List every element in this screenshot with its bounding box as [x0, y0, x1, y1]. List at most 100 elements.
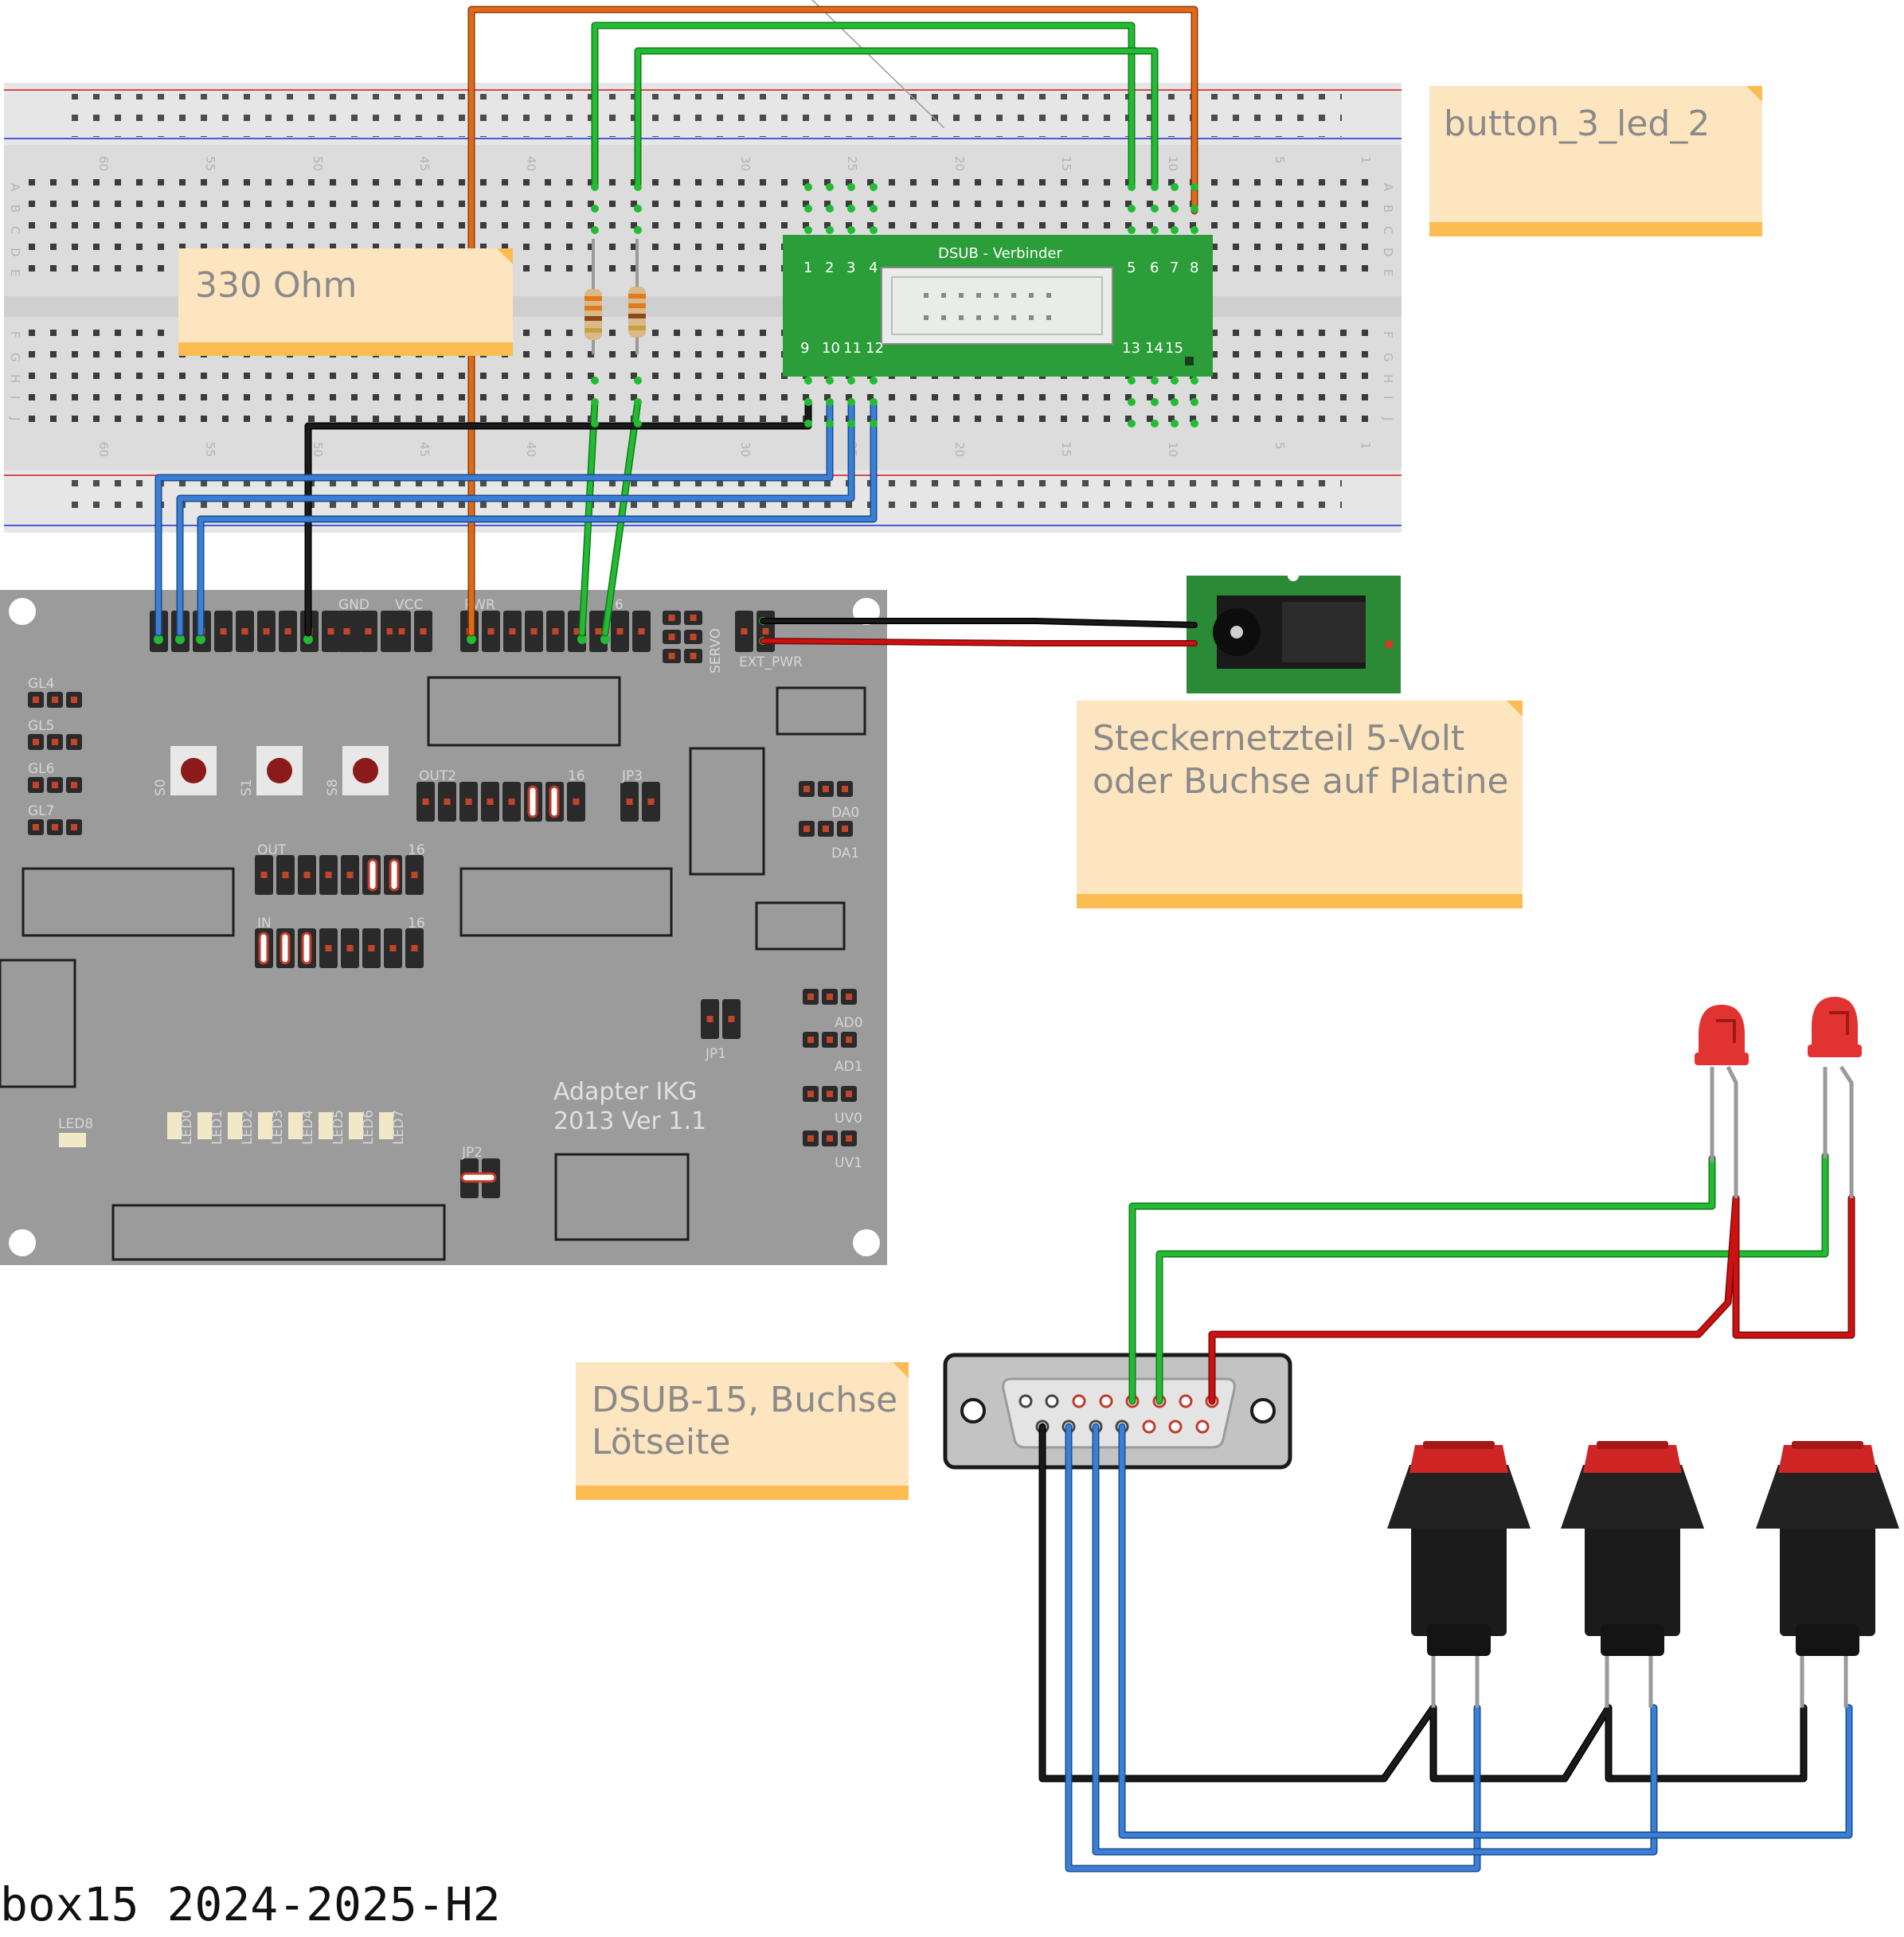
bb-connected-hole: [1171, 226, 1179, 234]
button-s0-pcb: [170, 746, 217, 795]
header-da1: [799, 821, 853, 837]
pcb-connected-pin: [154, 635, 163, 644]
bb-row-letter-right: J: [1381, 416, 1395, 420]
header-out: [255, 855, 424, 895]
connector-pin-number: 15: [1165, 340, 1183, 357]
pcb-connected-pin: [303, 635, 313, 644]
bb-col-number-top: 30: [738, 156, 753, 171]
dsub15-socket: [943, 1353, 1292, 1470]
connector-socket-hole: [994, 315, 999, 320]
header-servo-bottom: [663, 649, 702, 663]
button-s8-pcb: [342, 746, 389, 795]
jumper: [367, 858, 378, 892]
push-button-1: [1387, 1441, 1531, 1708]
bb-connected-hole: [591, 205, 599, 213]
label-out: OUT: [257, 842, 287, 858]
connector-socket-hole: [1046, 315, 1051, 320]
header-servo-mid: [663, 630, 702, 644]
jumper: [258, 931, 269, 965]
bb-row-letter-right: C: [1381, 226, 1395, 234]
header-pwr: [460, 611, 651, 652]
label-gl4: GL4: [28, 676, 54, 692]
bb-connected-hole: [1151, 226, 1159, 234]
header-ad-uv-3: [803, 1131, 857, 1146]
bb-col-number-bottom: 20: [952, 442, 967, 457]
pcb-title-line2: 2013 Ver 1.1: [553, 1107, 706, 1135]
resistor-2: [628, 239, 646, 354]
label-ad1: AD1: [835, 1059, 863, 1075]
bb-connected-hole: [870, 183, 878, 191]
bb-connected-hole: [826, 398, 834, 406]
connector-socket-hole: [959, 293, 964, 298]
pcb-title-line1: Adapter IKG: [553, 1078, 697, 1106]
connector-socket-hole: [994, 293, 999, 298]
connector-pin-number: 5: [1127, 260, 1136, 276]
bb-connected-hole: [804, 377, 812, 385]
label-led: LED1: [209, 1110, 225, 1145]
bb-row-letter-right: F: [1381, 331, 1395, 338]
connector-pin-number: 13: [1122, 340, 1140, 357]
jumper: [280, 931, 291, 965]
led-chip: [197, 1112, 212, 1139]
connector-pin-number: 1: [803, 260, 812, 276]
bb-connected-hole: [826, 377, 834, 385]
bb-col-number-top: 60: [96, 156, 111, 171]
led8-chip: [59, 1133, 86, 1147]
label-s8: S8: [325, 779, 341, 796]
bb-row-letter-left: E: [8, 269, 22, 276]
resistor-1: [584, 239, 602, 354]
note-dsub-line1: DSUB-15, Buchse: [592, 1380, 897, 1420]
connector-socket-hole: [941, 293, 946, 298]
connector-pin-number: 9: [800, 340, 809, 357]
bb-col-number-bottom: 55: [203, 442, 217, 457]
led-2: [1808, 997, 1862, 1198]
wire-black-top: [304, 398, 812, 637]
label-in-16: 16: [408, 916, 425, 931]
bb-connected-hole: [870, 398, 878, 406]
note-dsub: DSUB-15, Buchse Lötseite: [576, 1362, 909, 1500]
wire-red-bottom: [1208, 1194, 1855, 1405]
adapter-pcb: GND VCC PWR 6 SERVO EXT_PWR GL4 GL5 GL6 …: [0, 590, 887, 1265]
bb-connected-hole: [1128, 398, 1136, 406]
bb-row-letter-left: B: [8, 205, 22, 213]
bb-connected-hole: [1151, 420, 1159, 428]
footer-caption: box15 2024-2025-H2: [0, 1877, 501, 1931]
bb-col-number-top: 10: [1166, 156, 1180, 171]
power-jack: [1187, 570, 1401, 693]
bb-row-letter-left: J: [8, 416, 22, 420]
connector-title: DSUB - Verbinder: [938, 245, 1062, 262]
header-vcc: [393, 611, 432, 652]
bb-connected-hole: [1190, 226, 1198, 234]
bb-connected-hole: [1190, 205, 1198, 213]
connector-pin-number: 14: [1145, 340, 1163, 357]
bb-connected-hole: [870, 377, 878, 385]
bb-row-letter-right: I: [1381, 396, 1395, 399]
connector-socket-hole: [959, 315, 964, 320]
pcb-connected-pin: [175, 635, 185, 644]
label-jp1: JP1: [705, 1046, 726, 1062]
socket-pin: [1045, 1394, 1059, 1408]
connector-socket-hole: [1029, 293, 1034, 298]
bb-col-number-top: 40: [524, 156, 538, 171]
bb-connected-hole: [1151, 205, 1159, 213]
bb-connected-hole: [870, 226, 878, 234]
label-led: LED2: [240, 1110, 256, 1145]
bb-connected-hole: [591, 420, 599, 428]
pcb-connected-pin: [196, 635, 205, 644]
bb-connected-hole: [847, 205, 855, 213]
bb-row-letter-left: F: [8, 331, 22, 338]
note-power: Steckernetzteil 5-Volt oder Buchse auf P…: [1077, 701, 1523, 908]
note-power-line2: oder Buchse auf Platine: [1093, 761, 1509, 802]
label-out2: OUT2: [419, 768, 456, 784]
bb-connected-hole: [804, 183, 812, 191]
wire-blue-bottom: [1065, 1423, 1853, 1873]
label-jp3: JP3: [621, 768, 643, 784]
label-vcc: VCC: [395, 597, 423, 613]
header-jp3: [620, 782, 660, 822]
header-ad-uv-2: [803, 1086, 857, 1102]
jumper: [301, 931, 312, 965]
led-chip: [319, 1112, 333, 1139]
connector-pin-number: 7: [1170, 260, 1179, 276]
socket-pin: [1072, 1394, 1086, 1408]
label-jp2: JP2: [461, 1145, 483, 1161]
